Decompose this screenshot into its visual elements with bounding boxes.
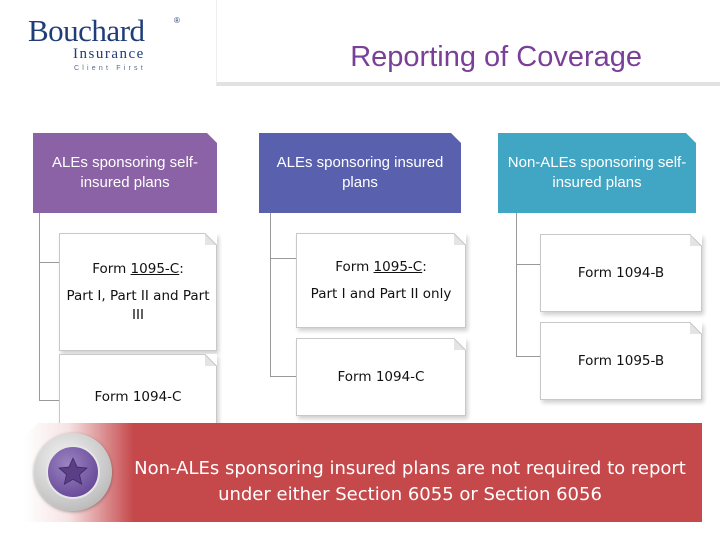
form-box-1095c: Form 1095-C: Part I, Part II and Part II… <box>59 233 217 351</box>
form-name: Form 1095-B <box>577 352 665 369</box>
column-header-self-insured-ales: ALEs sponsoring self-insured plans <box>33 133 217 213</box>
form-detail: Part I, Part II and Part III <box>66 287 210 323</box>
form-box-1094c: Form 1094-C <box>296 338 466 416</box>
star-icon <box>58 457 88 486</box>
connector-line <box>516 213 540 357</box>
logo-name: Bouchard <box>28 13 145 48</box>
column-header-label: Non-ALEs sponsoring self-insured plans <box>507 154 687 191</box>
title-bar: Reporting of Coverage <box>216 0 720 86</box>
column-header-label: ALEs sponsoring insured plans <box>276 154 444 191</box>
star-badge <box>34 433 112 511</box>
column-header-label: ALEs sponsoring self-insured plans <box>52 154 198 191</box>
banner-text: Non-ALEs sponsoring insured plans are no… <box>134 458 686 505</box>
logo-tagline: Client First <box>74 65 146 72</box>
connector-line <box>270 213 296 377</box>
logo-subtitle: Insurance <box>73 46 145 62</box>
note-banner: Non-ALEs sponsoring insured plans are no… <box>24 423 702 522</box>
form-box-1094c: Form 1094-C <box>59 354 217 430</box>
form-box-1094b: Form 1094-B <box>540 234 702 312</box>
column-header-self-insured-non-ales: Non-ALEs sponsoring self-insured plans <box>498 133 696 213</box>
form-name: Form 1094-C <box>337 368 425 385</box>
form-box-1095c: Form 1095-C: Part I and Part II only <box>296 233 466 328</box>
connector-line <box>39 213 59 401</box>
form-name: Form 1094-C <box>94 389 182 405</box>
form-name: Form 1095-C: <box>92 260 184 277</box>
form-detail: Part I and Part II only <box>310 285 452 302</box>
logo-registered-mark: ® <box>174 16 180 25</box>
banner-background <box>24 423 702 522</box>
form-name: Form 1095-C: <box>335 258 427 275</box>
column-header-insured-ales: ALEs sponsoring insured plans <box>259 133 461 213</box>
form-box-1095b: Form 1095-B <box>540 322 702 400</box>
form-name: Form 1094-B <box>577 264 665 281</box>
page-title: Reporting of Coverage <box>350 41 642 73</box>
company-logo: Bouchard ® Insurance Client First <box>28 13 180 74</box>
